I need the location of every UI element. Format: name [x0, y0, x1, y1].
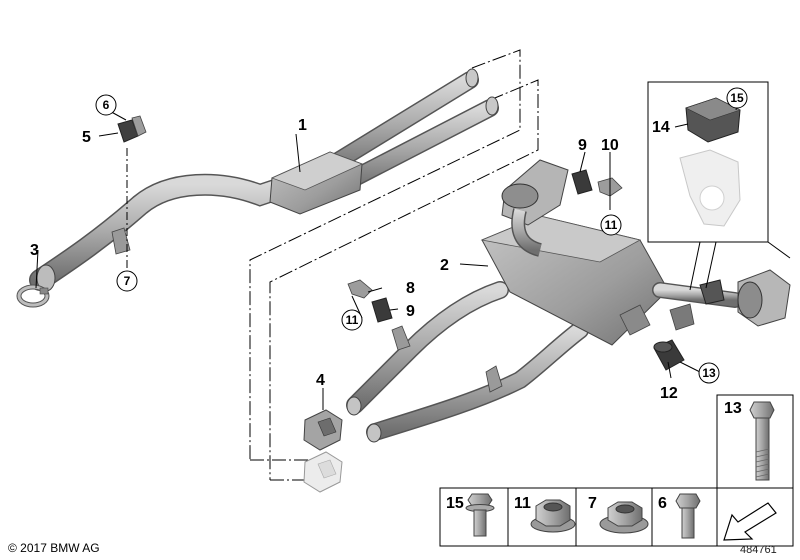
flange-nut-icon: [599, 501, 649, 534]
hex-nut-icon: [530, 499, 576, 533]
clamp-part-3: [16, 284, 50, 308]
svg-text:11: 11: [346, 313, 359, 327]
callout-4: 4: [316, 372, 325, 389]
callout-2: 2: [440, 257, 449, 274]
circled-callout-11-upper: 11: [600, 214, 622, 236]
rubber-mount-part-9-upper: [571, 169, 593, 195]
svg-text:13: 13: [702, 366, 716, 380]
callout-9-lower: 9: [406, 303, 415, 320]
bracket-set-part-4: [303, 409, 343, 493]
short-bolt-icon: [675, 493, 701, 539]
circled-callout-15: 15: [726, 87, 748, 109]
circled-callout-11-lower: 11: [341, 309, 363, 331]
legend-label-11: 11: [514, 495, 531, 512]
rubber-mount-part-9-lower: [371, 297, 393, 323]
hanger-bracket-part-8: [347, 279, 373, 299]
document-number: 484761: [740, 544, 777, 556]
dashed-frame-front-pipe: [249, 49, 539, 481]
rear-muffler-part-2: [346, 159, 791, 443]
rubber-mount-part-12: [653, 339, 685, 371]
callout-1: 1: [298, 117, 307, 134]
legend-label-13: 13: [724, 400, 742, 417]
callout-3: 3: [30, 242, 39, 259]
callout-12: 12: [660, 385, 678, 402]
hex-bolt-icon: [749, 401, 775, 481]
leader-lines: [35, 99, 791, 410]
callout-14: 14: [652, 119, 670, 136]
legend-label-15: 15: [446, 495, 464, 512]
copyright-text: © 2017 BMW AG: [8, 541, 100, 555]
circled-callout-6: 6: [95, 94, 117, 116]
front-pipe-part-1: [29, 68, 499, 292]
svg-text:11: 11: [605, 218, 618, 232]
fastener-legend: 13 15 11 7 6: [439, 394, 794, 547]
callout-5: 5: [82, 129, 91, 146]
svg-text:7: 7: [124, 274, 131, 288]
svg-text:15: 15: [730, 91, 744, 105]
direction-arrow-icon: [723, 502, 777, 541]
svg-text:6: 6: [103, 98, 110, 112]
circled-callout-13: 13: [698, 362, 720, 384]
rubber-mount-part-5: [117, 115, 147, 143]
inset-actuator-box: [647, 81, 769, 291]
legend-label-6: 6: [658, 495, 667, 512]
flange-bolt-icon: [465, 493, 495, 537]
callout-8: 8: [406, 280, 415, 297]
circled-callout-7: 7: [116, 270, 138, 292]
callout-9-upper: 9: [578, 137, 587, 154]
legend-label-7: 7: [588, 495, 597, 512]
callouts: 1 2 3 4 5 8 9 9 10 12 14 6 7 11 11 13: [30, 87, 748, 402]
callout-10: 10: [601, 137, 619, 154]
